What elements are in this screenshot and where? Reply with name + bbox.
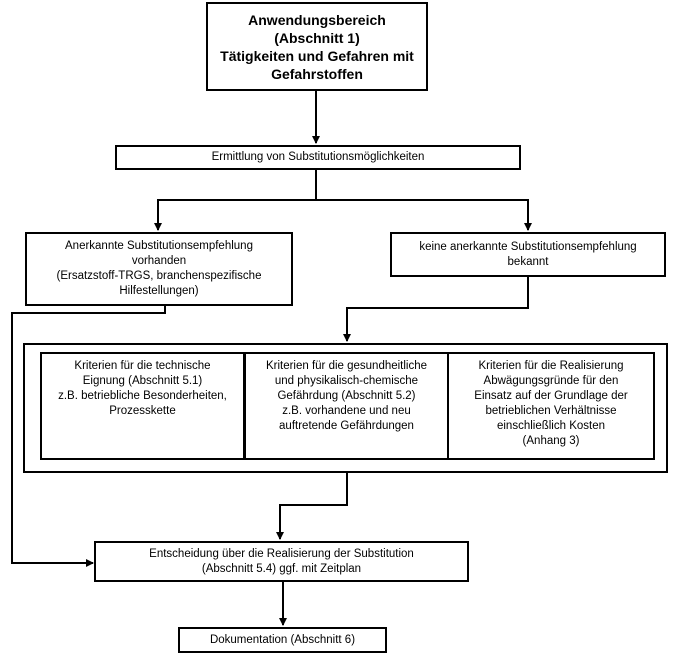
criteria-realisation-box: Kriterien für die Realisierung Abwägungs… bbox=[447, 352, 655, 460]
criteria-realisation-line: Abwägungsgründe für den bbox=[483, 375, 619, 387]
criteria-health-line: und physikalisch-chemische bbox=[274, 375, 419, 387]
criteria-realisation-line: (Anhang 3) bbox=[522, 435, 580, 447]
scope-line: Tätigkeiten und Gefahren mit bbox=[220, 47, 414, 64]
recognized-line: Hilfestellungen) bbox=[119, 285, 199, 297]
arrow-determination-split-right bbox=[316, 199, 532, 231]
determination-box: Ermittlung von Substitutionsmöglichkeite… bbox=[115, 145, 521, 170]
scope-line: (Abschnitt 1) bbox=[274, 29, 360, 46]
decision-line: (Abschnitt 5.4) ggf. mit Zeitplan bbox=[201, 562, 362, 575]
decision-box: Entscheidung über die Realisierung der S… bbox=[94, 541, 469, 582]
criteria-health-line: Kriterien für die gesundheitliche bbox=[265, 360, 428, 372]
criteria-health-box: Kriterien für die gesundheitliche und ph… bbox=[244, 352, 449, 460]
scope-line: Anwendungsbereich bbox=[248, 11, 386, 28]
recognized-line: (Ersatzstoff-TRGS, branchenspezifische bbox=[56, 270, 262, 282]
criteria-technical-line: Kriterien für die technische bbox=[74, 360, 211, 372]
recognized-recommendation-box: Anerkannte Substitutionsempfehlung vorha… bbox=[25, 232, 293, 306]
criteria-realisation-line: Einsatz auf der Grundlage der bbox=[474, 390, 628, 402]
criteria-realisation-line: einschließlich Kosten bbox=[496, 420, 606, 432]
criteria-health-line: z.B. vorhandene und neu bbox=[282, 405, 411, 417]
documentation-box: Dokumentation (Abschnitt 6) bbox=[178, 627, 387, 653]
criteria-health-line: Gefährdung (Abschnitt 5.2) bbox=[277, 390, 416, 402]
arrow-criteria-to-decision bbox=[276, 473, 348, 540]
criteria-technical-line: Eignung (Abschnitt 5.1) bbox=[82, 375, 203, 387]
recognized-line: Anerkannte Substitutionsempfehlung bbox=[65, 240, 253, 252]
not-recognized-line: keine anerkannte Substitutionsempfehlung bbox=[419, 240, 637, 253]
scope-line: Gefahrstoffen bbox=[271, 65, 363, 82]
decision-line: Entscheidung über die Realisierung der S… bbox=[149, 547, 414, 560]
criteria-technical-line: z.B. betriebliche Besonderheiten, bbox=[58, 390, 227, 402]
documentation-label: Dokumentation (Abschnitt 6) bbox=[209, 633, 356, 646]
determination-label: Ermittlung von Substitutionsmöglichkeite… bbox=[211, 151, 425, 163]
criteria-technical-line: Prozesskette bbox=[109, 405, 176, 417]
criteria-realisation-line: Kriterien für die Realisierung bbox=[478, 360, 624, 372]
criteria-health-line: auftretende Gefährdungen bbox=[279, 420, 414, 432]
arrow-not-recognized-to-criteria bbox=[343, 277, 529, 342]
criteria-group-frame bbox=[23, 343, 668, 473]
no-recommendation-box: keine anerkannte Substitutionsempfehlung… bbox=[390, 232, 666, 277]
criteria-technical-box: Kriterien für die technische Eignung (Ab… bbox=[40, 352, 245, 460]
arrow-determination-split bbox=[154, 170, 317, 231]
arrow-recognized-to-decision bbox=[11, 306, 166, 567]
scope-box: Anwendungsbereich (Abschnitt 1) Tätigkei… bbox=[206, 2, 428, 91]
recognized-line: vorhanden bbox=[131, 255, 187, 267]
not-recognized-line: bekannt bbox=[507, 255, 549, 268]
criteria-realisation-line: betrieblichen Verhältnisse bbox=[485, 405, 617, 417]
